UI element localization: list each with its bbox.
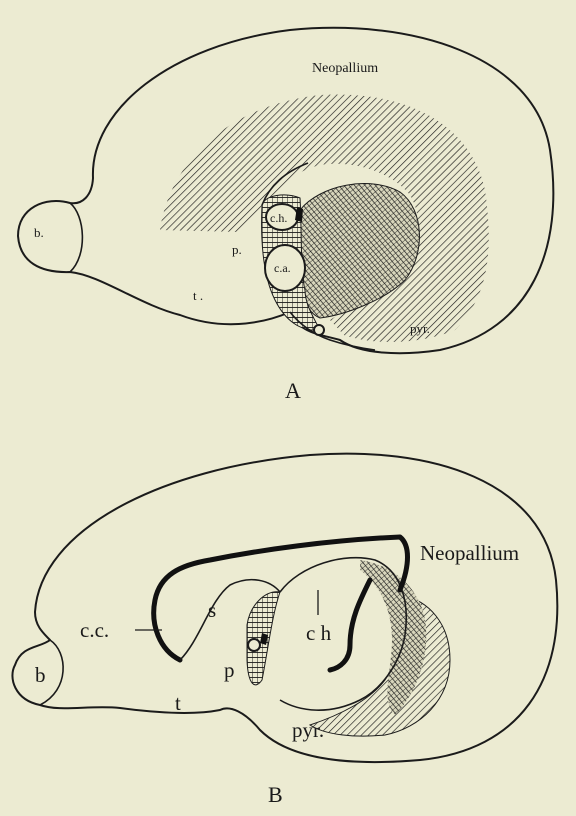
panel-a-label-ch: c.h.	[270, 211, 287, 225]
panel-b-label-cc: c.c.	[80, 618, 109, 642]
panel-a-label-neopallium: Neopallium	[312, 61, 378, 76]
panel-b-hemisphere-outline	[12, 454, 557, 762]
panel-a: Neopallium b. p. c.h. c.a. t . pyr. A	[18, 28, 553, 403]
panel-a-label-ca: c.a.	[274, 261, 291, 275]
panel-a-small-circle	[314, 325, 324, 335]
panel-b-label-p: p	[224, 658, 235, 682]
panel-a-label-p: p.	[232, 242, 242, 257]
panel-a-letter: A	[285, 378, 301, 403]
panel-b-small-circle	[248, 639, 260, 651]
panel-b-label-ch: c h	[306, 621, 332, 645]
panel-b-label-s: s	[208, 598, 216, 622]
panel-a-label-t: t .	[193, 288, 203, 303]
panel-b-label-neopallium: Neopallium	[420, 541, 519, 565]
panel-b-letter: B	[268, 782, 283, 807]
panel-b-label-t: t	[175, 691, 181, 715]
panel-a-label-pyr: pyr.	[410, 321, 430, 336]
panel-b: Neopallium c.c. s c h p b t pyr. B	[12, 454, 557, 807]
panel-b-label-pyr: pyr.	[292, 718, 324, 742]
panel-a-label-b: b.	[34, 225, 44, 240]
panel-b-label-b: b	[35, 663, 46, 687]
